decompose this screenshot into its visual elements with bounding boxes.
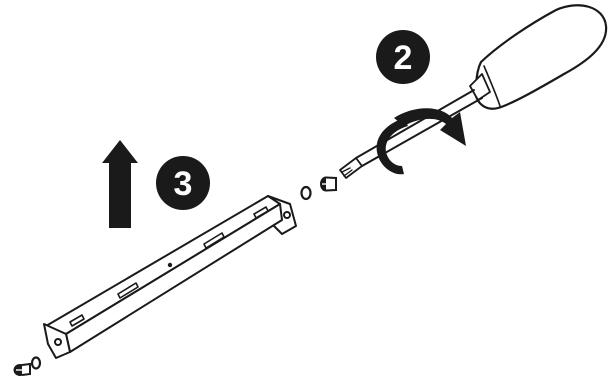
step-number-3: 3: [174, 165, 193, 203]
bracket-slots: [69, 206, 269, 327]
screwdriver-handle-ring: [483, 65, 501, 107]
screwdriver-collar: [469, 73, 491, 101]
step-badge-2: 2: [376, 30, 430, 84]
step-number-2: 2: [394, 39, 413, 77]
step-badge-3: 3: [156, 156, 210, 210]
screwdriver-icon: [339, 4, 608, 179]
bracket-lip: [65, 203, 283, 353]
mounting-bracket: [43, 195, 297, 359]
screw-icon: [320, 176, 337, 192]
washer-icon-bottom: [30, 356, 42, 370]
washer-icon: [300, 185, 312, 201]
screw-icon-bottom: [13, 362, 31, 376]
rotate-clockwise-arrow-icon: [376, 108, 466, 175]
screwdriver-shaft: [355, 89, 483, 167]
bracket-body: [45, 195, 281, 335]
screwdriver-tip: [339, 157, 363, 179]
up-arrow-icon: [102, 140, 138, 228]
